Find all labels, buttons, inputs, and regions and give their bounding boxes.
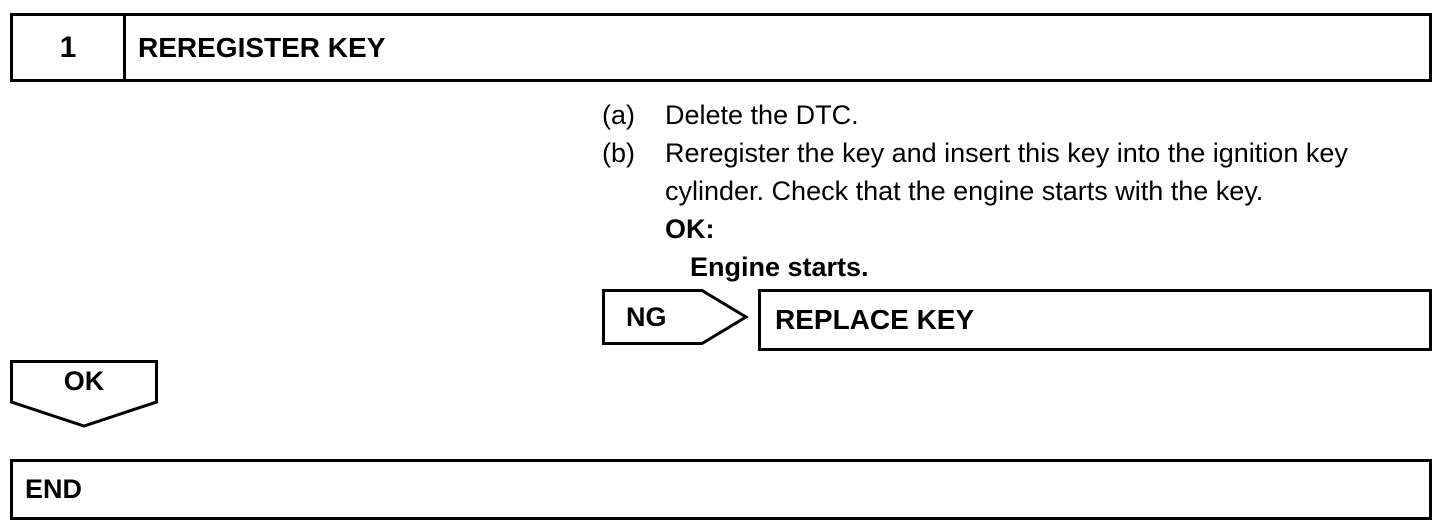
ng-arrow: NG bbox=[602, 289, 749, 345]
instruction-label: (b) bbox=[602, 138, 635, 168]
ok-spec-label: OK: bbox=[665, 214, 715, 244]
ng-result-box: REPLACE KEY bbox=[758, 289, 1432, 351]
instructions: (a) Delete the DTC. (b) Reregister the k… bbox=[602, 96, 1432, 286]
instruction-item: (a) Delete the DTC. bbox=[602, 96, 1432, 134]
ok-arrow: OK bbox=[10, 360, 158, 428]
end-label: END bbox=[25, 474, 83, 504]
step-header: 1 REREGISTER KEY bbox=[10, 13, 1432, 82]
instruction-text: Reregister the key and insert this key i… bbox=[665, 138, 1348, 206]
instruction-text: Delete the DTC. bbox=[665, 100, 859, 130]
end-box: END bbox=[10, 459, 1432, 520]
ng-result-label: REPLACE KEY bbox=[775, 304, 975, 335]
ok-arrow-shape bbox=[10, 360, 158, 428]
ok-spec-detail: Engine starts. bbox=[690, 252, 869, 282]
ng-arrow-shape bbox=[602, 289, 749, 345]
instruction-item: (b) Reregister the key and insert this k… bbox=[602, 134, 1432, 210]
step-number: 1 bbox=[13, 16, 126, 79]
instruction-label: (a) bbox=[602, 100, 635, 130]
ng-label: NG bbox=[626, 301, 667, 332]
ok-label: OK bbox=[63, 366, 105, 396]
step-title: REREGISTER KEY bbox=[138, 31, 386, 63]
